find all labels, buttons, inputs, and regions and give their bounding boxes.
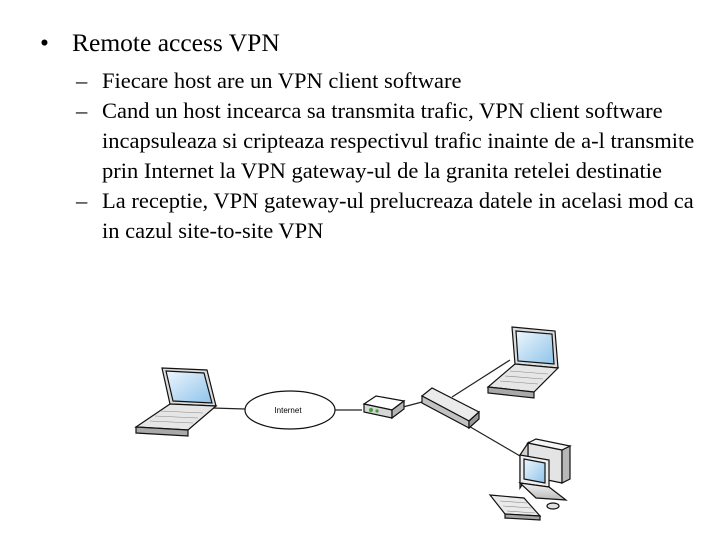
network-switch-icon bbox=[420, 387, 481, 430]
sub-bullet-text: Fiecare host are un VPN client software bbox=[102, 68, 462, 93]
sub-bullet-text: La receptie, VPN gateway-ul prelucreaza … bbox=[102, 188, 694, 243]
laptop-destination-icon bbox=[486, 326, 560, 399]
laptop-remote-client-icon bbox=[134, 367, 218, 437]
internet-cloud: Internet bbox=[244, 390, 336, 430]
sub-bullet-mark: – bbox=[76, 188, 88, 213]
sub-bullet-mark: – bbox=[76, 68, 88, 93]
sub-bullet-3: – La receptie, VPN gateway-ul prelucreaz… bbox=[40, 186, 700, 246]
sub-bullet-2: – Cand un host incearca sa transmita tra… bbox=[40, 96, 700, 186]
sub-bullet-text: Cand un host incearca sa transmita trafi… bbox=[102, 98, 695, 183]
bullet-text: Remote access VPN bbox=[72, 28, 280, 57]
internet-cloud-label: Internet bbox=[274, 406, 302, 415]
slide-bullets: • Remote access VPN – Fiecare host are u… bbox=[40, 26, 700, 246]
link-router-switch bbox=[402, 401, 423, 408]
sub-bullet-1: – Fiecare host are un VPN client softwar… bbox=[40, 66, 700, 96]
sub-bullet-mark: – bbox=[76, 98, 88, 123]
vpn-gateway-router-icon bbox=[362, 395, 406, 420]
bullet-remote-access-vpn: • Remote access VPN bbox=[40, 26, 700, 60]
link-switch-laptop bbox=[451, 359, 511, 398]
link-laptop-cloud bbox=[211, 407, 246, 410]
bullet-mark: • bbox=[40, 28, 49, 57]
desktop-destination-icon bbox=[488, 438, 572, 521]
